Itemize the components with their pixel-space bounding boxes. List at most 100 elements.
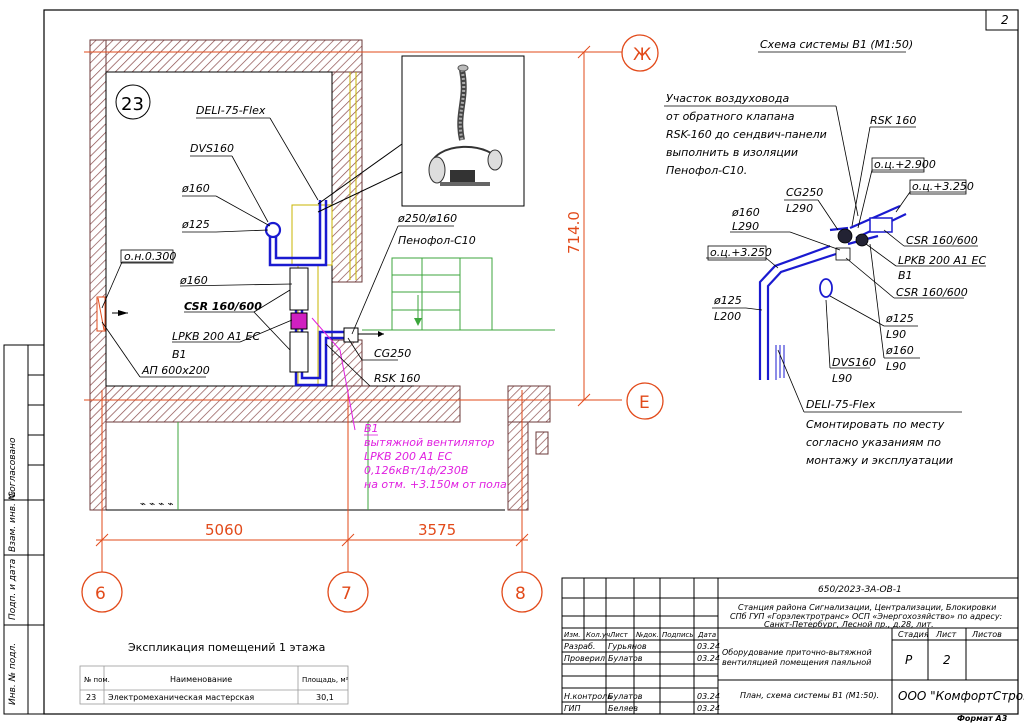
stamp-hdr-doc: №док. <box>635 631 659 639</box>
sheet-number: 2 <box>1001 13 1009 27</box>
scheme-deli: DELI-75-Flex <box>806 398 876 411</box>
scheme-d125b: ø125 <box>885 312 914 325</box>
plan-label-d160a: ø160 <box>181 182 210 195</box>
stamp-role-4: ГИП <box>564 704 580 713</box>
explication-title: Экспликация помещений 1 этажа <box>128 641 325 654</box>
scheme-rsk: RSK 160 <box>870 114 916 127</box>
scheme-csr2: CSR 160/600 <box>896 286 968 299</box>
stamp-project-3: Санкт-Петербург, Лесной пр., д.28, лит. <box>764 620 934 629</box>
axis-bubbles <box>81 34 664 613</box>
plan-label-dvs: DVS160 <box>190 142 234 155</box>
explication-cell-no: 23 <box>86 693 96 702</box>
plan-label-lpkb: LPKB 200 A1 EC <box>172 330 260 343</box>
stamp-code: 650/2023-ЗА-ОВ-1 <box>818 585 902 595</box>
scheme-oc3250a: о.ц.+3.250 <box>912 180 974 193</box>
side-label-sign-date: Подп. и дата <box>8 559 18 620</box>
stamp-company: ООО "КомфортСтрой" <box>898 689 1024 703</box>
plan-label-d250: ø250/ø160 <box>397 212 457 225</box>
stamp-hdr-izm: Изм. <box>564 631 580 639</box>
explication-hdr-no: № пом. <box>84 676 110 684</box>
svg-text:Смонтировать по месту: Смонтировать по месту <box>806 418 945 431</box>
room-number: 23 <box>121 94 144 115</box>
format-label: Формат А3 <box>957 714 1008 723</box>
scheme-d160: ø160 <box>731 206 760 219</box>
dim-3575: 3575 <box>418 521 456 539</box>
plan-label-onlevel: о.н.0.300 <box>124 250 176 263</box>
stamp-name-1: Гурьянов <box>608 642 647 651</box>
plan-label-cg: CG250 <box>374 347 411 360</box>
stamp-stage-hdr: Стадия <box>898 630 929 639</box>
stamp-date-1: 03.24 <box>697 642 720 651</box>
plan-label-b1: B1 <box>172 348 187 361</box>
svg-text:⌁ ⌁ ⌁: ⌁ ⌁ ⌁ ⌁ <box>140 499 174 510</box>
explication-cell-name: Электромеханическая мастерская <box>108 693 254 702</box>
axis-8: 8 <box>515 584 526 604</box>
side-label-inventory: Инв. № подл. <box>8 643 18 705</box>
stamp-hdr-list: Лист <box>609 631 629 639</box>
scheme-title: Схема системы В1 (М1:50) <box>760 38 913 51</box>
fan-note: B1 вытяжной вентилятор LPKB 200 A1 EC 0,… <box>364 422 507 491</box>
dim-5060: 5060 <box>205 521 243 539</box>
stamp-date-4: 03.24 <box>697 704 720 713</box>
plan-label-deli: DELI-75-Flex <box>196 104 266 117</box>
plan-label-d160b: ø160 <box>179 274 208 287</box>
product-image <box>401 55 525 207</box>
axis-lines <box>84 51 622 572</box>
floor-plan-walls <box>89 39 551 511</box>
explication-cell-area: 30,1 <box>316 693 334 702</box>
scheme-deli-note: Смонтировать по месту согласно указаниям… <box>806 418 953 467</box>
svg-text:Пенофол-С10.: Пенофол-С10. <box>666 164 747 177</box>
svg-text:от обратного клапана: от обратного клапана <box>666 110 795 123</box>
title-block <box>561 577 1019 715</box>
stamp-doc-title-2: вентиляцией помещения паяльной <box>722 658 871 667</box>
stamp-sheets-hdr: Листов <box>971 630 1002 639</box>
scheme-csr1: CSR 160/600 <box>906 234 978 247</box>
svg-text:выполнить в изоляции: выполнить в изоляции <box>666 146 798 159</box>
plan-label-d125: ø125 <box>181 218 210 231</box>
stamp-hdr-date: Дата <box>697 631 716 639</box>
svg-text:0,126кВт/1ф/230В: 0,126кВт/1ф/230В <box>364 464 468 477</box>
stamp-doc-title-1: Оборудование приточно-вытяжной <box>722 648 872 657</box>
svg-text:согласно указаниям по: согласно указаниям по <box>806 436 941 449</box>
svg-text:B1: B1 <box>364 422 379 435</box>
stamp-name-4: Беляев <box>608 704 638 713</box>
side-stamp <box>3 344 45 715</box>
stamp-project-2: СПб ГУП «Горэлектротранс» ОСП «Энергохоз… <box>730 612 1003 621</box>
axis-zh: Ж <box>633 45 651 65</box>
explication-hdr-area: Площадь, м² <box>302 676 349 684</box>
svg-text:Участок воздуховода: Участок воздуховода <box>666 92 790 105</box>
scheme-b1: B1 <box>898 269 913 282</box>
svg-text:монтажу и эксплуатации: монтажу и эксплуатации <box>806 454 953 467</box>
scheme-note: Участок воздуховода от обратного клапана… <box>666 92 827 177</box>
scheme-l200: L200 <box>714 310 741 323</box>
scheme-l90a: L90 <box>886 328 906 341</box>
side-label-replace: Взам. инв. № <box>8 491 18 552</box>
plan-label-ap: АП 600х200 <box>141 364 210 377</box>
stamp-date-3: 03.24 <box>697 692 720 701</box>
explication-hdr-name: Наименование <box>170 675 232 684</box>
side-label-agreed: Согласовано <box>8 437 18 498</box>
stamp-date-2: 03.24 <box>697 654 720 663</box>
axis-e: Е <box>639 393 650 413</box>
plan-label-penofol: Пенофол-С10 <box>398 234 476 247</box>
stamp-project-1: Станция района Сигнализации, Централизац… <box>738 603 996 612</box>
stamp-sheet-hdr: Лист <box>935 630 957 639</box>
scheme-l290b: L290 <box>732 220 759 233</box>
plan-label-csr: CSR 160/600 <box>184 300 262 313</box>
svg-text:на отм. +3.150м от пола: на отм. +3.150м от пола <box>364 478 507 491</box>
stamp-plan-title: План, схема системы В1 (М1:50). <box>740 691 879 700</box>
scheme-oc2900: о.ц.+2.900 <box>874 158 936 171</box>
axis-7: 7 <box>341 584 352 604</box>
stamp-role-1: Разраб. <box>564 642 595 651</box>
stamp-role-2: Проверил <box>564 654 605 663</box>
stamp-stage: Р <box>905 653 913 667</box>
stamp-hdr-sign: Подпись <box>662 631 694 639</box>
axis-6: 6 <box>95 584 106 604</box>
stamp-sheet: 2 <box>943 653 951 667</box>
dim-714: 714.0 <box>565 211 583 254</box>
scheme-oc3250b: о.ц.+3.250 <box>710 246 772 259</box>
stamp-role-3: Н.контроль <box>564 692 612 701</box>
plan-label-rsk: RSK 160 <box>374 372 420 385</box>
